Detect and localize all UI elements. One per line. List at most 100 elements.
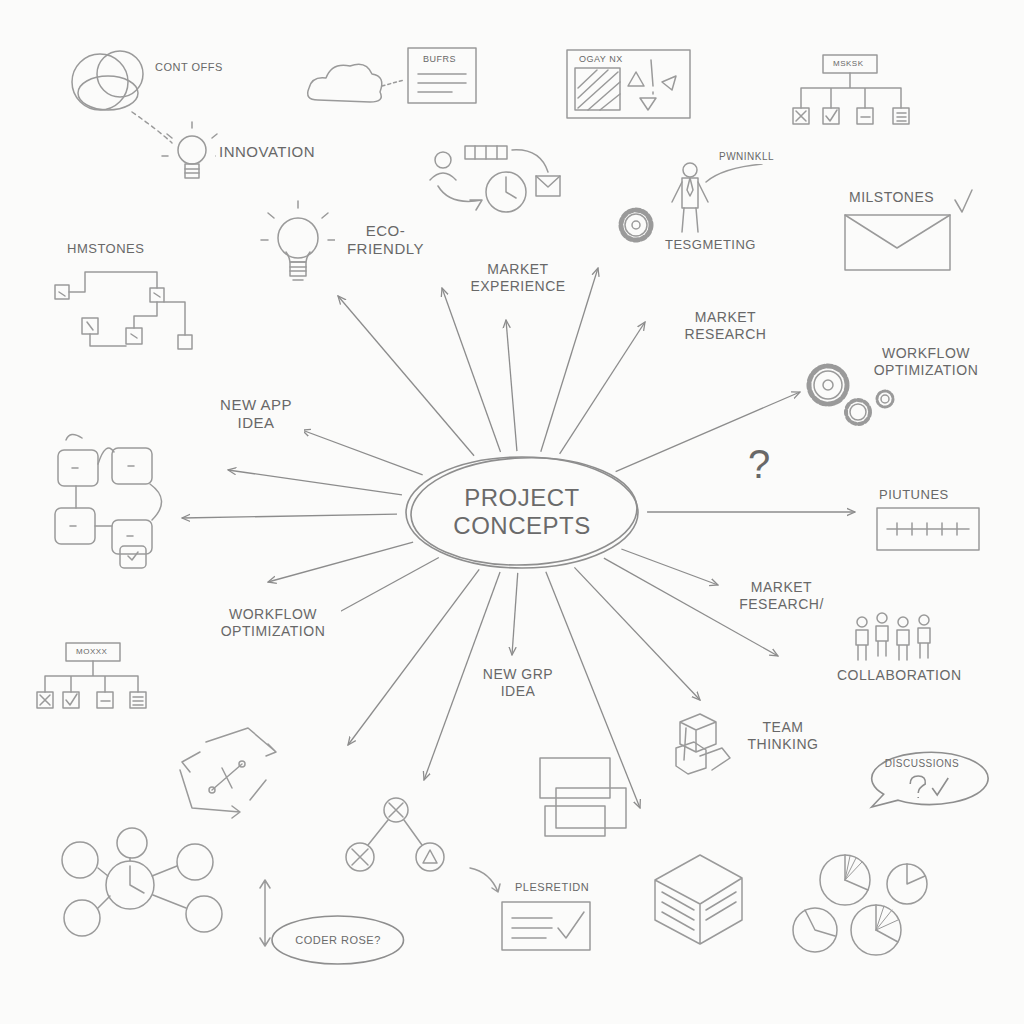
decision-tree-icon [384, 798, 408, 822]
network-icon [98, 858, 186, 908]
pie-charts-icon [793, 908, 837, 952]
process-sketch [475, 146, 497, 159]
windows-icon [540, 758, 610, 798]
process-sketch [486, 172, 526, 212]
windows-icon [540, 758, 626, 836]
pie-charts-icon [876, 905, 898, 942]
radiating-arrow [442, 288, 501, 452]
concept-label: NEW GRP IDEA [470, 665, 566, 701]
flowchart-icon [70, 466, 138, 560]
radiating-arrow [621, 549, 718, 585]
radiating-arrow [616, 392, 800, 472]
team-people-icon [857, 617, 867, 627]
radiating-arrow [332, 558, 439, 616]
gear-icon [809, 366, 847, 404]
cycle-arrows-icon [182, 752, 266, 800]
team-people-icon [897, 630, 909, 660]
concept-label: NEW APP IDEA [208, 395, 304, 433]
network-icon [130, 866, 144, 893]
overlapping-circles [97, 51, 143, 97]
node-text: DISCUSSIONS [885, 758, 959, 770]
double-arrow [260, 880, 270, 946]
network-icon [177, 844, 213, 880]
radiating-arrow [512, 573, 518, 655]
concept-label: HMSTONES [64, 240, 147, 258]
lightbulb-icon [290, 267, 306, 280]
lightbulb-icon [286, 252, 310, 262]
document-icon [418, 74, 466, 92]
cloud-icon [308, 64, 382, 102]
concept-label: COLLABORATION [834, 666, 965, 685]
cloud-icon [308, 64, 404, 102]
windows-icon [545, 806, 605, 836]
lightbulb-icon [162, 122, 222, 178]
team-people-icon [919, 615, 929, 625]
speech-bubble-stroke [932, 778, 948, 795]
gear-icon [846, 400, 870, 424]
radiating-arrow [302, 430, 423, 475]
speech-bubble-stroke [871, 752, 987, 807]
idea-oval: CODER ROSE? [270, 914, 406, 966]
board-icon [575, 68, 620, 110]
crate-icon [662, 892, 736, 930]
flowchart-icon [178, 335, 192, 349]
network-icon [106, 861, 154, 909]
cubes-icon [676, 728, 730, 774]
cycle-arrows-icon [206, 728, 276, 756]
network-icon [186, 896, 222, 932]
radiating-arrow [647, 511, 855, 512]
board-icon [628, 60, 676, 110]
flowchart-icon [120, 546, 146, 568]
decision-tree-icon [423, 850, 437, 863]
pie-charts-icon [887, 864, 927, 904]
decision-tree-icon [346, 798, 444, 871]
gear-icon [814, 371, 842, 399]
idea-oval-stroke [272, 916, 404, 964]
timeline-box [877, 508, 979, 550]
decision-tree-icon [416, 843, 444, 871]
process-sketch [465, 146, 507, 159]
network-icon [117, 828, 147, 858]
overlapping-circles [132, 112, 172, 143]
network-icon [64, 900, 100, 936]
team-people-icon [877, 613, 887, 623]
concept-label: PIUTUNES [876, 486, 952, 504]
network-icon [62, 842, 98, 878]
concept-label: OGAY NX [576, 53, 626, 66]
team-people-icon [856, 613, 930, 660]
timeline-box [887, 523, 969, 535]
cycle-arrows-icon [180, 770, 240, 818]
pie-charts-icon [805, 910, 835, 936]
decision-tree-icon [352, 849, 368, 865]
org-chart-icon [45, 661, 138, 692]
concept-label: PLESRETIDN [512, 880, 592, 895]
pie-charts-icon [907, 864, 925, 884]
concept-label: PWNINKLL [716, 150, 777, 164]
cycle-arrows-icon [212, 764, 242, 790]
concept-label: ECO- FRIENDLY [335, 221, 436, 259]
crate-icon [655, 855, 742, 944]
team-people-icon [876, 626, 888, 656]
speech-bubble-stroke [910, 776, 925, 798]
decision-tree-icon [389, 803, 403, 817]
org-chart-icon [823, 55, 877, 73]
document-icon [408, 48, 476, 103]
org-chart-icon [97, 692, 113, 708]
gear-icon [877, 391, 893, 407]
gear-icon [881, 395, 889, 403]
double-arrow [260, 880, 270, 946]
org-chart-icon [801, 73, 901, 108]
central-topic-ellipse-stroke [409, 454, 639, 569]
concept-label: CONT OFFS [152, 60, 226, 75]
org-chart-icon [793, 55, 909, 124]
concept-label: TESGMETING [662, 236, 759, 254]
concept-label: WORKFLOW OPTIMIZATION [858, 344, 994, 380]
process-sketch [506, 177, 516, 198]
board-icon [567, 50, 690, 118]
flowchart-icon [55, 434, 162, 568]
business-person-icon [672, 163, 762, 232]
org-chart-icon [37, 643, 146, 708]
envelope-icon [845, 215, 950, 270]
concept-label: TEAM THINKING [735, 718, 831, 754]
gear-icon [621, 210, 651, 240]
